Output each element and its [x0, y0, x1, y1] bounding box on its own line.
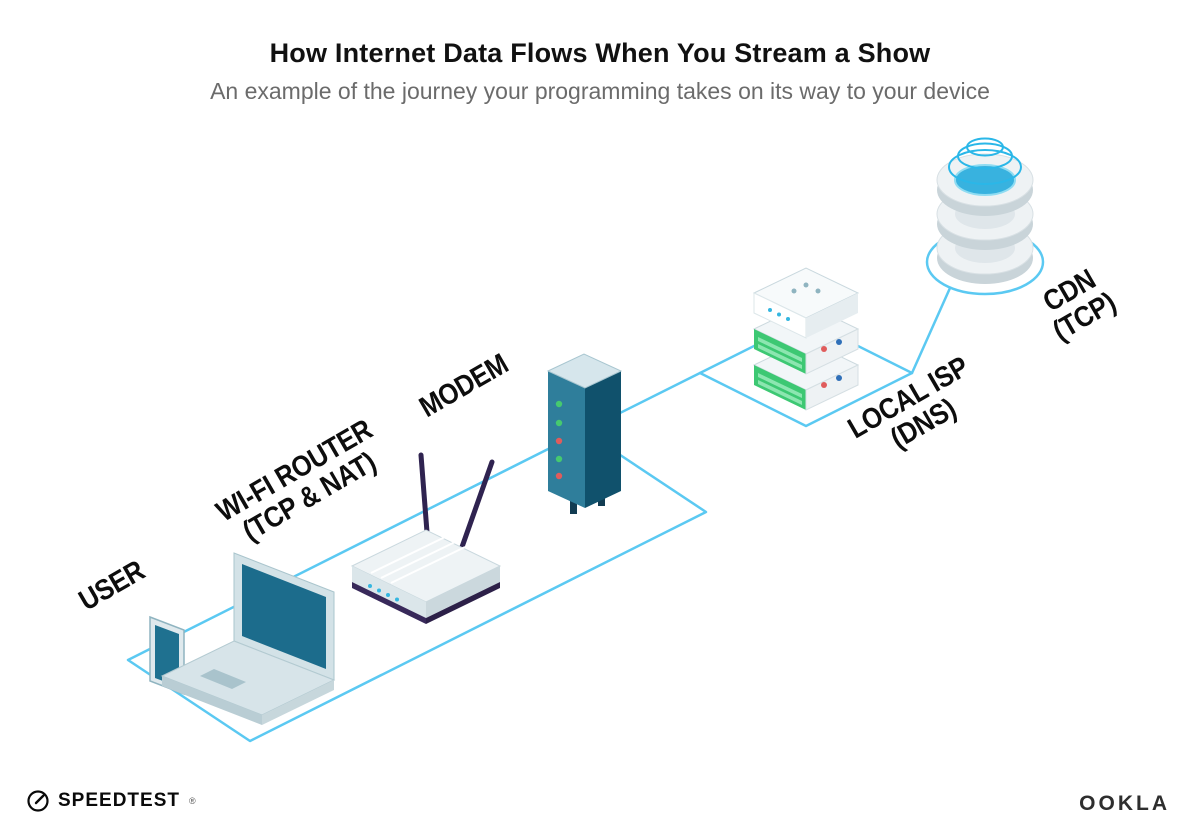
page-subtitle: An example of the journey your programmi… [210, 78, 990, 104]
laptop-illustration [160, 552, 336, 725]
ookla-wordmark: OOKLA [1079, 792, 1170, 815]
ookla-logo: OOKLA [1079, 792, 1170, 816]
wifi-router-illustration [350, 452, 502, 624]
cdn-database-illustration [936, 137, 1034, 284]
page-title: How Internet Data Flows When You Stream … [269, 38, 931, 68]
modem-illustration [546, 353, 623, 514]
gauge-icon [27, 790, 49, 812]
isp-server-stack-illustration [752, 267, 860, 411]
speedtest-wordmark: SPEEDTEST [58, 790, 180, 811]
speedtest-logo: SPEEDTEST ® [26, 789, 196, 813]
registered-mark: ® [188, 796, 196, 806]
header: How Internet Data Flows When You Stream … [0, 38, 1200, 105]
